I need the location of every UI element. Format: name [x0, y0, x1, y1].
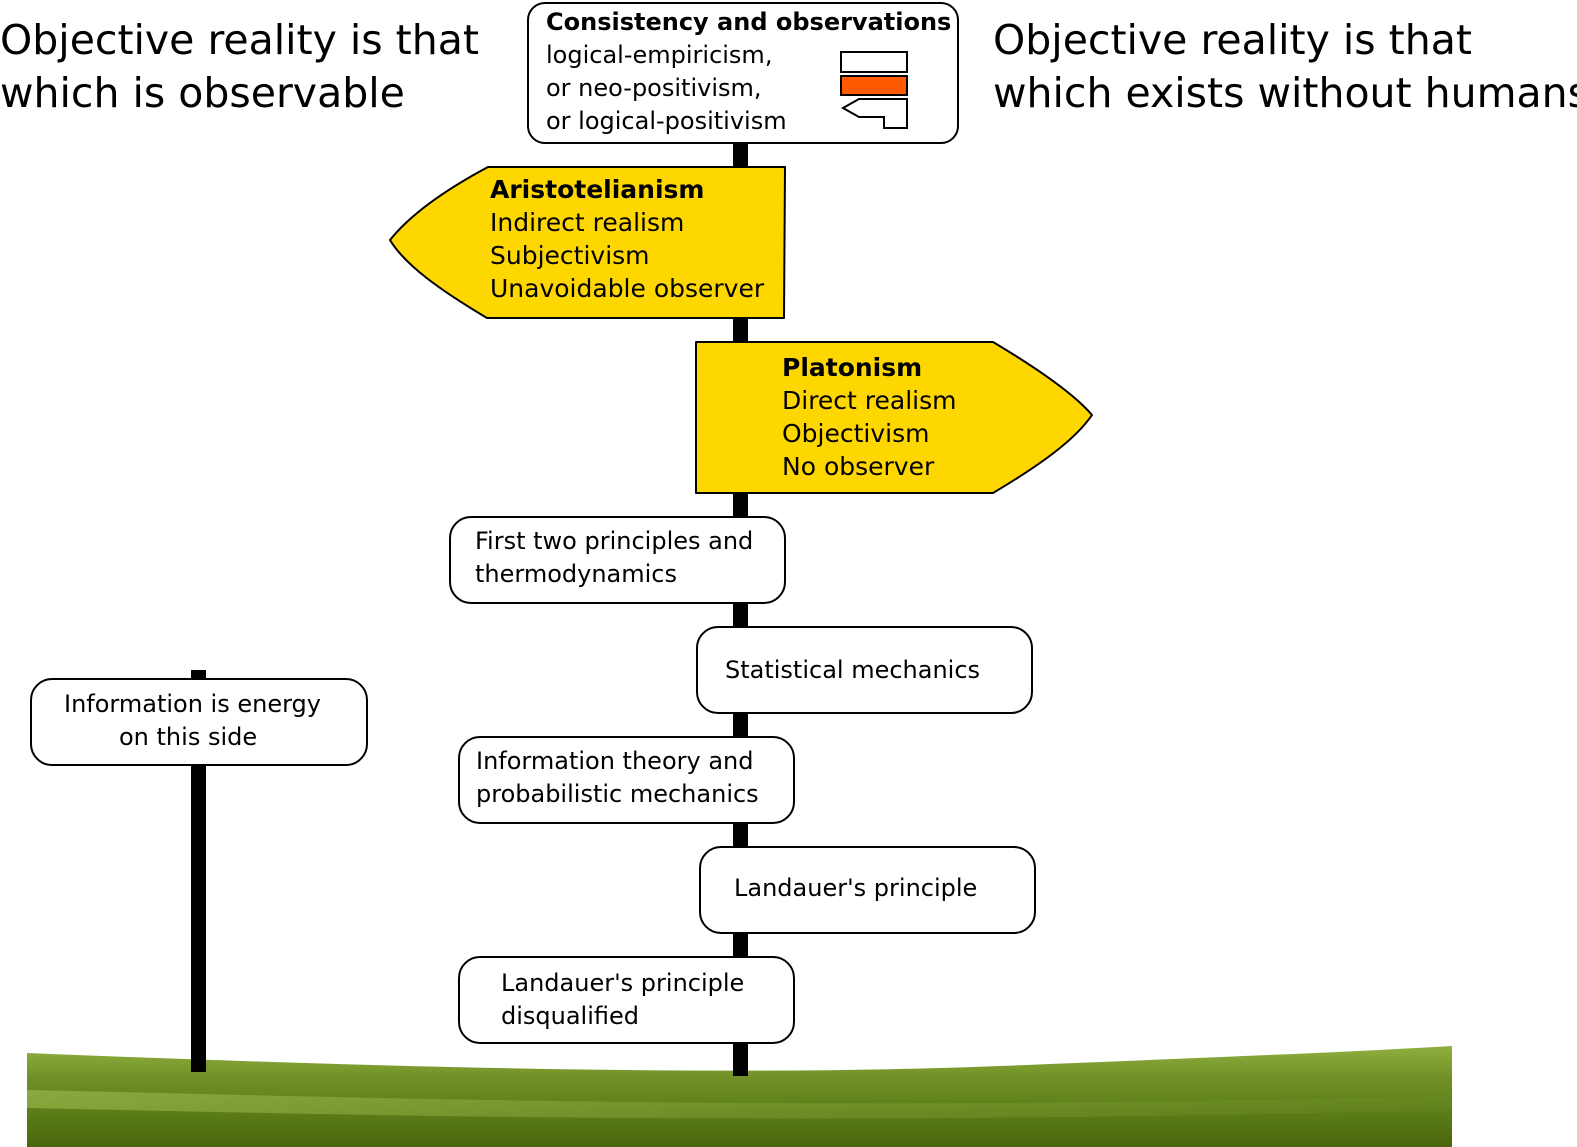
landauer-principle-box: Landauer's principle [699, 846, 1036, 934]
statistical-mechanics-box: Statistical mechanics [696, 626, 1033, 714]
top-box-title: Consistency and observations [546, 8, 952, 36]
left-heading: Objective reality is that which is obser… [0, 16, 479, 117]
sign-line: Unavoidable observer [490, 274, 765, 303]
sign-line: Indirect realism [490, 208, 685, 237]
top-box-line: logical-empiricism, [546, 41, 773, 69]
landauer-disqualified-box: Landauer's principle disqualified [458, 956, 795, 1044]
information-theory-box: Information theory and probabilistic mec… [458, 736, 795, 824]
aristotelianism-sign: Aristotelianism Indirect realism Subject… [490, 173, 764, 305]
sign-line: No observer [782, 452, 935, 481]
sign-title: Platonism [782, 353, 923, 382]
right-heading: Objective reality is that which exists w… [993, 16, 1577, 117]
sign-line: Direct realism [782, 386, 957, 415]
left-signpost-pole [191, 670, 206, 1072]
information-is-energy-box: Information is energy on this side [30, 678, 368, 766]
sign-line: Subjectivism [490, 241, 650, 270]
sign-line: Objectivism [782, 419, 930, 448]
top-box-line: or logical-positivism [546, 107, 787, 135]
first-two-principles-box: First two principles and thermodynamics [449, 516, 786, 604]
sign-title: Aristotelianism [490, 175, 705, 204]
platonism-sign: Platonism Direct realism Objectivism No … [782, 351, 957, 483]
top-box-line: or neo-positivism, [546, 74, 762, 102]
